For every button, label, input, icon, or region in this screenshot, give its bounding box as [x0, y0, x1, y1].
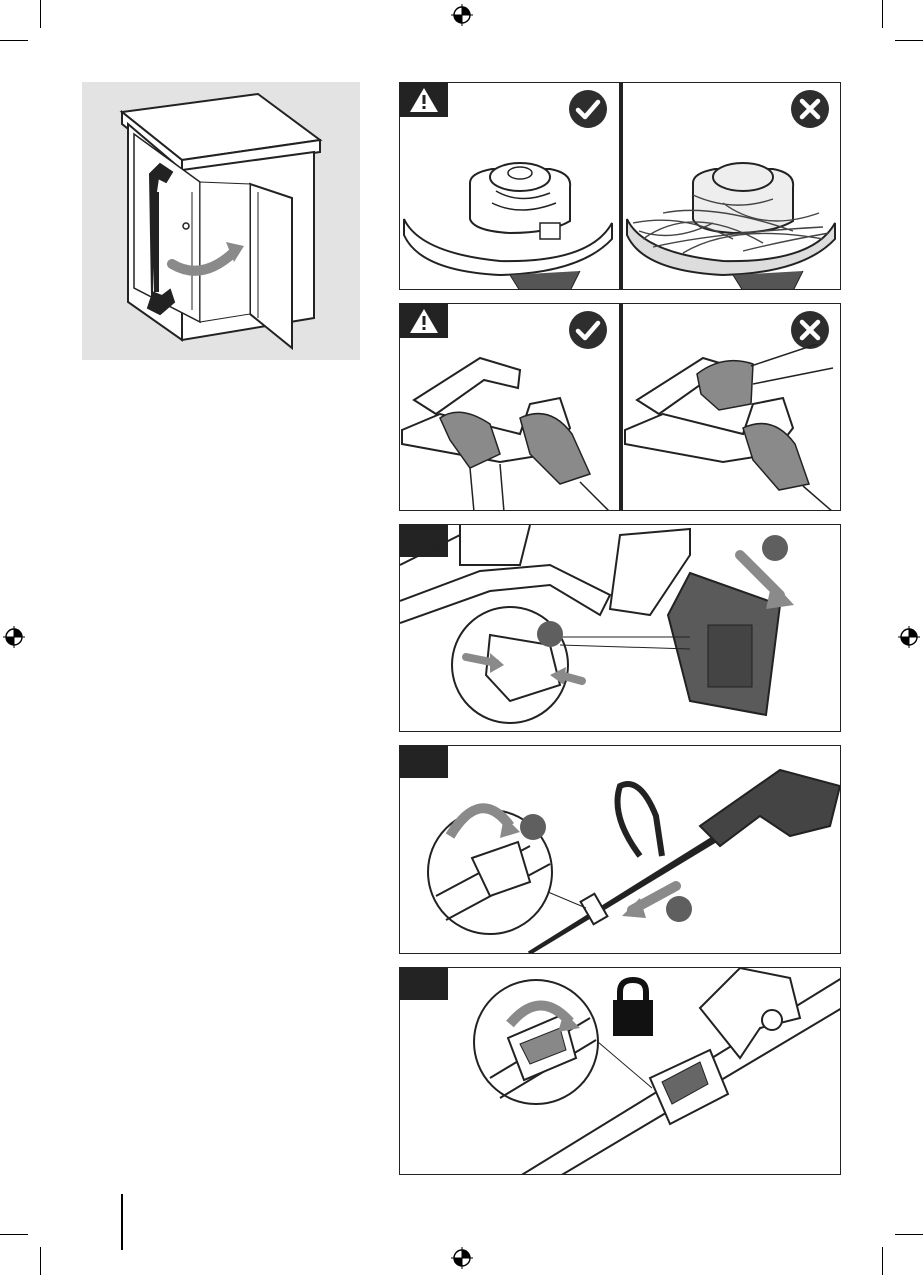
warning-triangle-icon	[400, 304, 448, 338]
step-callout-1	[537, 621, 563, 647]
crop-mark-bottom-right-horizontal	[895, 1234, 923, 1235]
check-circle-icon	[568, 89, 608, 129]
clean-guard-illustration	[400, 143, 619, 290]
step-panel-battery-removal	[399, 524, 841, 732]
warning-tab	[400, 304, 448, 338]
page-number-rule	[121, 1194, 123, 1250]
incorrect-grip-illustration	[623, 344, 841, 511]
crop-mark-bottom-left-horizontal	[0, 1234, 28, 1235]
cross-circle-icon	[790, 89, 830, 129]
dirty-guard-illustration	[623, 143, 841, 290]
registration-mark-icon	[3, 626, 25, 648]
registration-mark-icon	[898, 626, 920, 648]
cabinet-illustration	[82, 82, 360, 360]
crop-mark-bottom-left-vertical	[40, 1247, 41, 1275]
warning-triangle-icon	[400, 83, 448, 117]
shaft-unlock-illustration	[400, 746, 841, 954]
registration-mark-icon	[451, 1247, 473, 1269]
step-callout-1	[520, 814, 546, 840]
storage-illustration	[82, 82, 360, 360]
crop-mark-top-right-horizontal	[895, 40, 923, 41]
step-panel-carry-handling	[399, 303, 841, 511]
step-panel-shaft-lock	[399, 967, 841, 1175]
crop-mark-top-left-horizontal	[0, 40, 28, 41]
warning-tab	[400, 83, 448, 117]
correct-grip-illustration	[400, 344, 619, 511]
step-callout-2	[666, 896, 692, 922]
registration-mark-icon	[451, 4, 473, 26]
crop-mark-top-right-vertical	[882, 0, 883, 28]
step-callout-2	[762, 535, 788, 561]
step-panel-guard-cleaning	[399, 82, 841, 290]
padlock-icon	[610, 976, 656, 1038]
step-panel-shaft-unlock	[399, 745, 841, 954]
crop-mark-bottom-right-vertical	[882, 1247, 883, 1275]
crop-mark-top-left-vertical	[40, 0, 41, 28]
